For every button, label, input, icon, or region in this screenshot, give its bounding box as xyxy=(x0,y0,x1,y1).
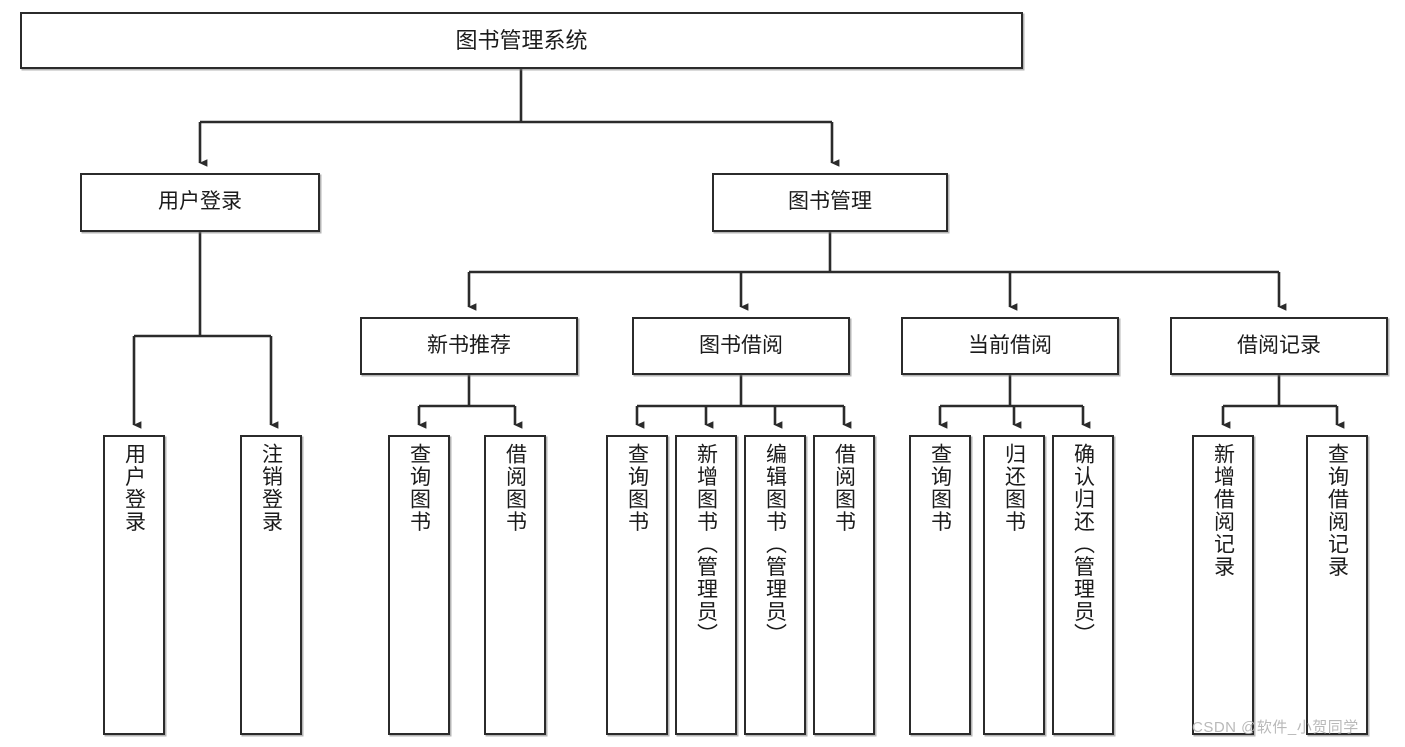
node-book-manage[interactable]: 图书管理 xyxy=(712,173,948,232)
node-book-manage-label: 图书管理 xyxy=(788,190,872,214)
node-leaf-record-add-label: 新增借阅记录 xyxy=(1211,443,1235,578)
node-leaf-borrow-add-book[interactable]: 新增图书（管理员） xyxy=(675,435,737,735)
watermark: CSDN @软件_小贺同学 xyxy=(1192,719,1359,736)
node-leaf-borrow-add-book-label: 新增图书（管理员） xyxy=(694,443,718,646)
node-leaf-borrow-query-book[interactable]: 查询图书 xyxy=(606,435,668,735)
node-leaf-borrow-query-book-label: 查询图书 xyxy=(625,443,649,533)
node-leaf-borrow-borrow-book-label: 借阅图书 xyxy=(832,443,856,533)
node-leaf-record-query-label: 查询借阅记录 xyxy=(1325,443,1349,578)
node-leaf-borrow-edit-book[interactable]: 编辑图书（管理员） xyxy=(744,435,806,735)
node-leaf-current-return-book-label: 归还图书 xyxy=(1002,443,1026,533)
node-leaf-current-return-book[interactable]: 归还图书 xyxy=(983,435,1045,735)
node-new-book-rec[interactable]: 新书推荐 xyxy=(360,317,578,375)
node-leaf-record-add[interactable]: 新增借阅记录 xyxy=(1192,435,1254,735)
node-new-book-rec-label: 新书推荐 xyxy=(427,333,511,357)
node-borrow-record-label: 借阅记录 xyxy=(1237,333,1321,357)
node-current-borrow[interactable]: 当前借阅 xyxy=(901,317,1119,375)
node-leaf-record-query[interactable]: 查询借阅记录 xyxy=(1306,435,1368,735)
node-leaf-user-logout-label: 注销登录 xyxy=(259,443,283,533)
node-leaf-current-query-book-label: 查询图书 xyxy=(928,443,952,533)
node-root-label: 图书管理系统 xyxy=(455,27,588,53)
node-leaf-borrow-borrow-book[interactable]: 借阅图书 xyxy=(813,435,875,735)
node-root[interactable]: 图书管理系统 xyxy=(20,12,1023,69)
node-leaf-current-confirm-return-label: 确认归还（管理员） xyxy=(1071,443,1095,646)
node-leaf-current-confirm-return[interactable]: 确认归还（管理员） xyxy=(1052,435,1114,735)
node-current-borrow-label: 当前借阅 xyxy=(968,333,1052,357)
node-leaf-user-logout[interactable]: 注销登录 xyxy=(240,435,302,735)
node-book-borrow-label: 图书借阅 xyxy=(699,333,783,357)
node-leaf-current-query-book[interactable]: 查询图书 xyxy=(909,435,971,735)
node-leaf-rec-borrow-book-label: 借阅图书 xyxy=(503,443,527,533)
node-leaf-user-login[interactable]: 用户登录 xyxy=(103,435,165,735)
node-leaf-rec-borrow-book[interactable]: 借阅图书 xyxy=(484,435,546,735)
node-leaf-borrow-edit-book-label: 编辑图书（管理员） xyxy=(763,443,787,646)
node-borrow-record[interactable]: 借阅记录 xyxy=(1170,317,1388,375)
node-user-login[interactable]: 用户登录 xyxy=(80,173,320,232)
node-leaf-rec-query-book-label: 查询图书 xyxy=(407,443,431,533)
node-user-login-label: 用户登录 xyxy=(158,190,242,214)
node-book-borrow[interactable]: 图书借阅 xyxy=(632,317,850,375)
node-leaf-user-login-label: 用户登录 xyxy=(122,443,146,533)
node-leaf-rec-query-book[interactable]: 查询图书 xyxy=(388,435,450,735)
